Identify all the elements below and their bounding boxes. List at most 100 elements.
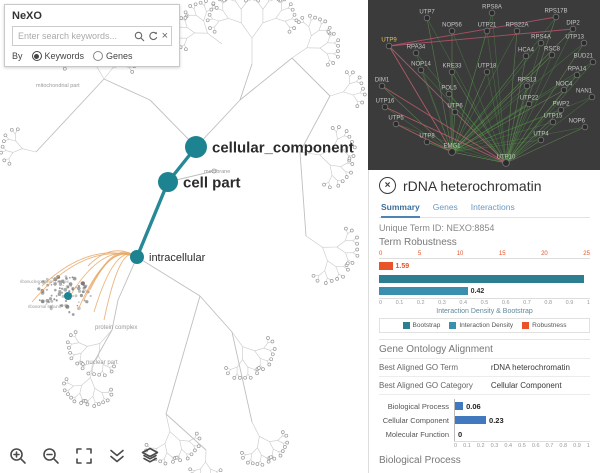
axis-tick: 0.6 <box>531 443 540 449</box>
network-node[interactable] <box>523 82 531 90</box>
network-node[interactable] <box>537 136 545 144</box>
tree-node[interactable] <box>158 172 178 192</box>
search-mode-genes[interactable]: Genes <box>93 51 133 61</box>
network-node[interactable] <box>502 159 510 167</box>
radio-genes-icon[interactable] <box>93 51 104 61</box>
network-node[interactable] <box>525 100 533 108</box>
layers-icon <box>141 447 159 463</box>
axis-tick: 0.1 <box>395 300 404 306</box>
network-node[interactable] <box>560 86 568 94</box>
tree-node[interactable] <box>185 136 207 158</box>
network-node[interactable] <box>581 123 589 131</box>
network-node-label: UTP9 <box>381 38 397 44</box>
network-node[interactable] <box>552 13 560 21</box>
axis-tick: 0.2 <box>416 300 425 306</box>
network-node[interactable] <box>483 68 491 76</box>
network-node-label: RPS4A <box>531 35 551 41</box>
network-node[interactable] <box>488 9 496 17</box>
search-panel: NeXO × By Keywords Genes <box>4 4 180 67</box>
tree-node[interactable] <box>130 250 144 264</box>
term-detail-panel: × rDNA heterochromatin Summary Genes Int… <box>368 170 600 473</box>
network-node[interactable] <box>381 103 389 111</box>
tree-node-label: cell part <box>183 174 241 191</box>
tab-genes[interactable]: Genes <box>432 202 458 212</box>
axis-tick: 0.2 <box>476 443 485 449</box>
axis-tick: 0.8 <box>544 300 553 306</box>
search-input[interactable] <box>16 30 131 42</box>
network-node-label: UTP6 <box>447 104 463 110</box>
network-node[interactable] <box>569 25 577 33</box>
tree-small-label: ribonucleoprotein complex <box>20 279 70 284</box>
network-node[interactable] <box>423 138 431 146</box>
collapse-tree-button[interactable] <box>105 444 129 468</box>
search-mode-row: By Keywords Genes <box>12 51 172 61</box>
network-node[interactable] <box>589 58 597 66</box>
network-node[interactable] <box>537 39 545 47</box>
network-node[interactable] <box>557 106 565 114</box>
network-node[interactable] <box>423 14 431 22</box>
interaction-density-row: 0.42 <box>379 286 590 297</box>
fit-to-screen-button[interactable] <box>72 444 96 468</box>
network-node[interactable] <box>588 93 596 101</box>
robustness-value: 1.59 <box>395 262 410 270</box>
network-node[interactable] <box>445 90 453 98</box>
tree-small-label: membrane <box>204 169 230 175</box>
biological-process-title: Biological Process <box>379 455 461 466</box>
network-node-label: RSC8 <box>544 47 561 53</box>
axis-tick: 0.4 <box>459 300 468 306</box>
tree-small-label: nuclear part <box>86 360 118 366</box>
network-node[interactable] <box>448 148 456 156</box>
reset-search-icon[interactable] <box>148 31 159 42</box>
network-node-label: KRE33 <box>442 64 462 70</box>
tab-summary[interactable]: Summary <box>381 200 420 218</box>
search-mode-keywords[interactable]: Keywords <box>31 51 84 61</box>
network-node[interactable] <box>451 108 459 116</box>
network-node[interactable] <box>448 68 456 76</box>
network-node[interactable] <box>548 51 556 59</box>
network-node-label: DIP2 <box>566 21 580 27</box>
network-node[interactable] <box>573 71 581 79</box>
robustness-axis-label: Interaction Density & Bootstrap <box>436 308 533 315</box>
network-node[interactable] <box>549 118 557 126</box>
network-node-label: HCA4 <box>518 48 535 54</box>
network-node[interactable] <box>580 39 588 47</box>
network-edges <box>381 12 594 164</box>
axis-tick: 0.1 <box>463 443 471 449</box>
zoom-out-button[interactable] <box>39 444 63 468</box>
close-detail-button[interactable]: × <box>379 177 396 194</box>
zoom-in-button[interactable] <box>6 444 30 468</box>
network-node-label: RPS8A <box>482 5 502 11</box>
network-node[interactable] <box>522 52 530 60</box>
axis-tick: 0 <box>379 251 383 257</box>
tree-small-label: ribosomal subunit <box>28 304 62 309</box>
network-node[interactable] <box>483 27 491 35</box>
network-node-label: EMG1 <box>443 144 461 150</box>
search-icon[interactable] <box>134 31 145 42</box>
go-alignment-title: Gene Ontology Alignment <box>379 344 493 355</box>
layers-button[interactable] <box>138 444 162 468</box>
network-node-label: UTP13 <box>565 35 584 41</box>
network-node[interactable] <box>385 42 393 50</box>
bootstrap-bar <box>379 274 584 283</box>
network-node[interactable] <box>392 120 400 128</box>
network-node[interactable] <box>412 49 420 57</box>
network-node[interactable] <box>417 66 425 74</box>
network-node[interactable] <box>448 27 456 35</box>
axis-tick: 5 <box>417 251 422 257</box>
tree-small-label: mitochondrial part <box>36 83 80 89</box>
network-node[interactable] <box>513 27 521 35</box>
tab-interactions[interactable]: Interactions <box>470 202 515 212</box>
radio-keywords-icon[interactable] <box>31 51 42 61</box>
network-node[interactable] <box>378 82 386 90</box>
clear-search-icon[interactable]: × <box>161 29 168 42</box>
